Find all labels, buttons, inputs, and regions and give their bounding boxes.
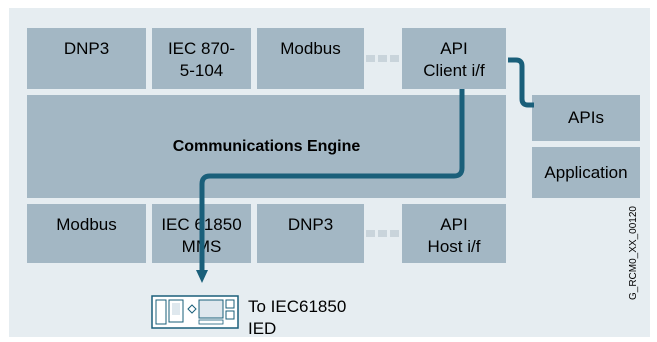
modbus-protocol-box-top: Modbus bbox=[257, 28, 364, 89]
api-client-box: API Client i/f bbox=[402, 28, 506, 89]
dnp3-label: DNP3 bbox=[63, 39, 110, 58]
api-client-to-iec61850-connector bbox=[199, 89, 465, 271]
iec-870-label-line2: 5-104 bbox=[179, 61, 224, 80]
application-label: Application bbox=[544, 162, 628, 182]
modbus-protocol-box-bottom: Modbus bbox=[27, 204, 146, 263]
ellipsis-bottom bbox=[366, 230, 399, 237]
iec-870-label-line1: IEC 870- bbox=[167, 39, 236, 58]
arrow-down-icon bbox=[196, 270, 208, 283]
api-host-box: API Host i/f bbox=[402, 204, 506, 263]
ied-device-icon bbox=[151, 295, 239, 329]
ied-label-line1: To IEC61850 bbox=[248, 297, 347, 316]
api-host-label-line2: Host i/f bbox=[427, 237, 481, 256]
apis-label: APIs bbox=[568, 108, 604, 127]
api-host-label-line1: API bbox=[440, 215, 468, 234]
ied-label-line2: IED bbox=[248, 319, 277, 338]
dnp3-protocol-box-bottom: DNP3 bbox=[257, 204, 364, 263]
api-client-label-line2: Client i/f bbox=[423, 61, 485, 80]
ellipsis-top bbox=[366, 55, 399, 62]
api-client-label-line1: API bbox=[440, 39, 468, 58]
iec-870-5-104-box: IEC 870- 5-104 bbox=[152, 28, 251, 89]
ied-label: To IEC61850 IED bbox=[248, 296, 346, 340]
dnp3-protocol-box-top: DNP3 bbox=[27, 28, 146, 89]
communications-engine-box: Communications Engine bbox=[27, 95, 506, 198]
modbus-label: Modbus bbox=[280, 39, 341, 58]
api-to-apis-connector bbox=[508, 57, 534, 108]
apis-box: APIs bbox=[532, 95, 640, 141]
engine-label: Communications Engine bbox=[172, 137, 361, 155]
application-box: Application bbox=[532, 147, 640, 198]
figure-id-label: G_RCM0_XX_00120 bbox=[628, 206, 639, 300]
dnp3-bottom-label: DNP3 bbox=[287, 215, 334, 234]
modbus-bottom-label: Modbus bbox=[56, 215, 117, 234]
